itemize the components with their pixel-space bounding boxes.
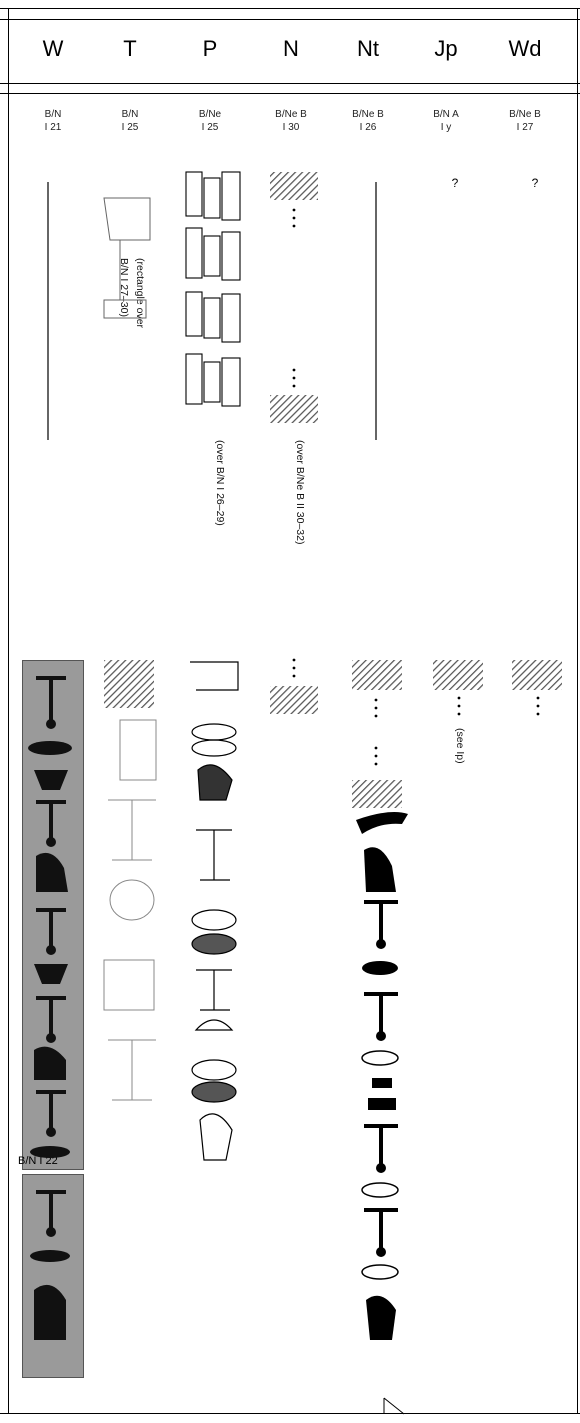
header-bottom-rule: [0, 83, 580, 84]
lacuna-n-bottom: [270, 395, 318, 423]
p-lower-signs: [190, 661, 239, 1161]
header-top-rule: [0, 19, 580, 20]
nt-lower-signs: [356, 812, 408, 1340]
col-header-jp: Jp: [434, 36, 458, 61]
right-border: [577, 8, 578, 1414]
lacuna-jp: [433, 660, 483, 690]
corner-mark: [383, 1397, 405, 1415]
col-header-w: W: [42, 36, 64, 61]
uncertain-mark-wd: ?: [531, 176, 539, 190]
dots: [292, 208, 540, 766]
w-photo-signs: [28, 676, 72, 1340]
col-header-nt: Nt: [357, 36, 379, 61]
top-border: [0, 8, 580, 9]
left-border: [8, 8, 9, 1414]
col-header-t: T: [123, 36, 137, 61]
uncertain-mark-jp: ?: [451, 176, 459, 190]
lacuna-nt-top: [352, 660, 402, 690]
t-upper-sign: [103, 197, 151, 319]
t-lower-signs: [103, 719, 157, 1101]
col-header-wd: Wd: [508, 36, 542, 61]
lacuna-n-top: [270, 172, 318, 200]
lacuna-nt-mid: [352, 780, 402, 808]
subheader-rule: [0, 93, 580, 94]
lacuna-n-lower: [270, 686, 318, 714]
p-upper-signs: [185, 171, 241, 407]
bottom-border: [0, 1413, 580, 1414]
col-header-n: N: [283, 36, 299, 61]
lacuna-wd: [512, 660, 562, 690]
col-header-p: P: [202, 36, 218, 61]
photo-strip-w-lower: [22, 1174, 84, 1378]
lacuna-t: [104, 660, 154, 708]
photo-label: B/N I 22: [18, 1155, 58, 1167]
